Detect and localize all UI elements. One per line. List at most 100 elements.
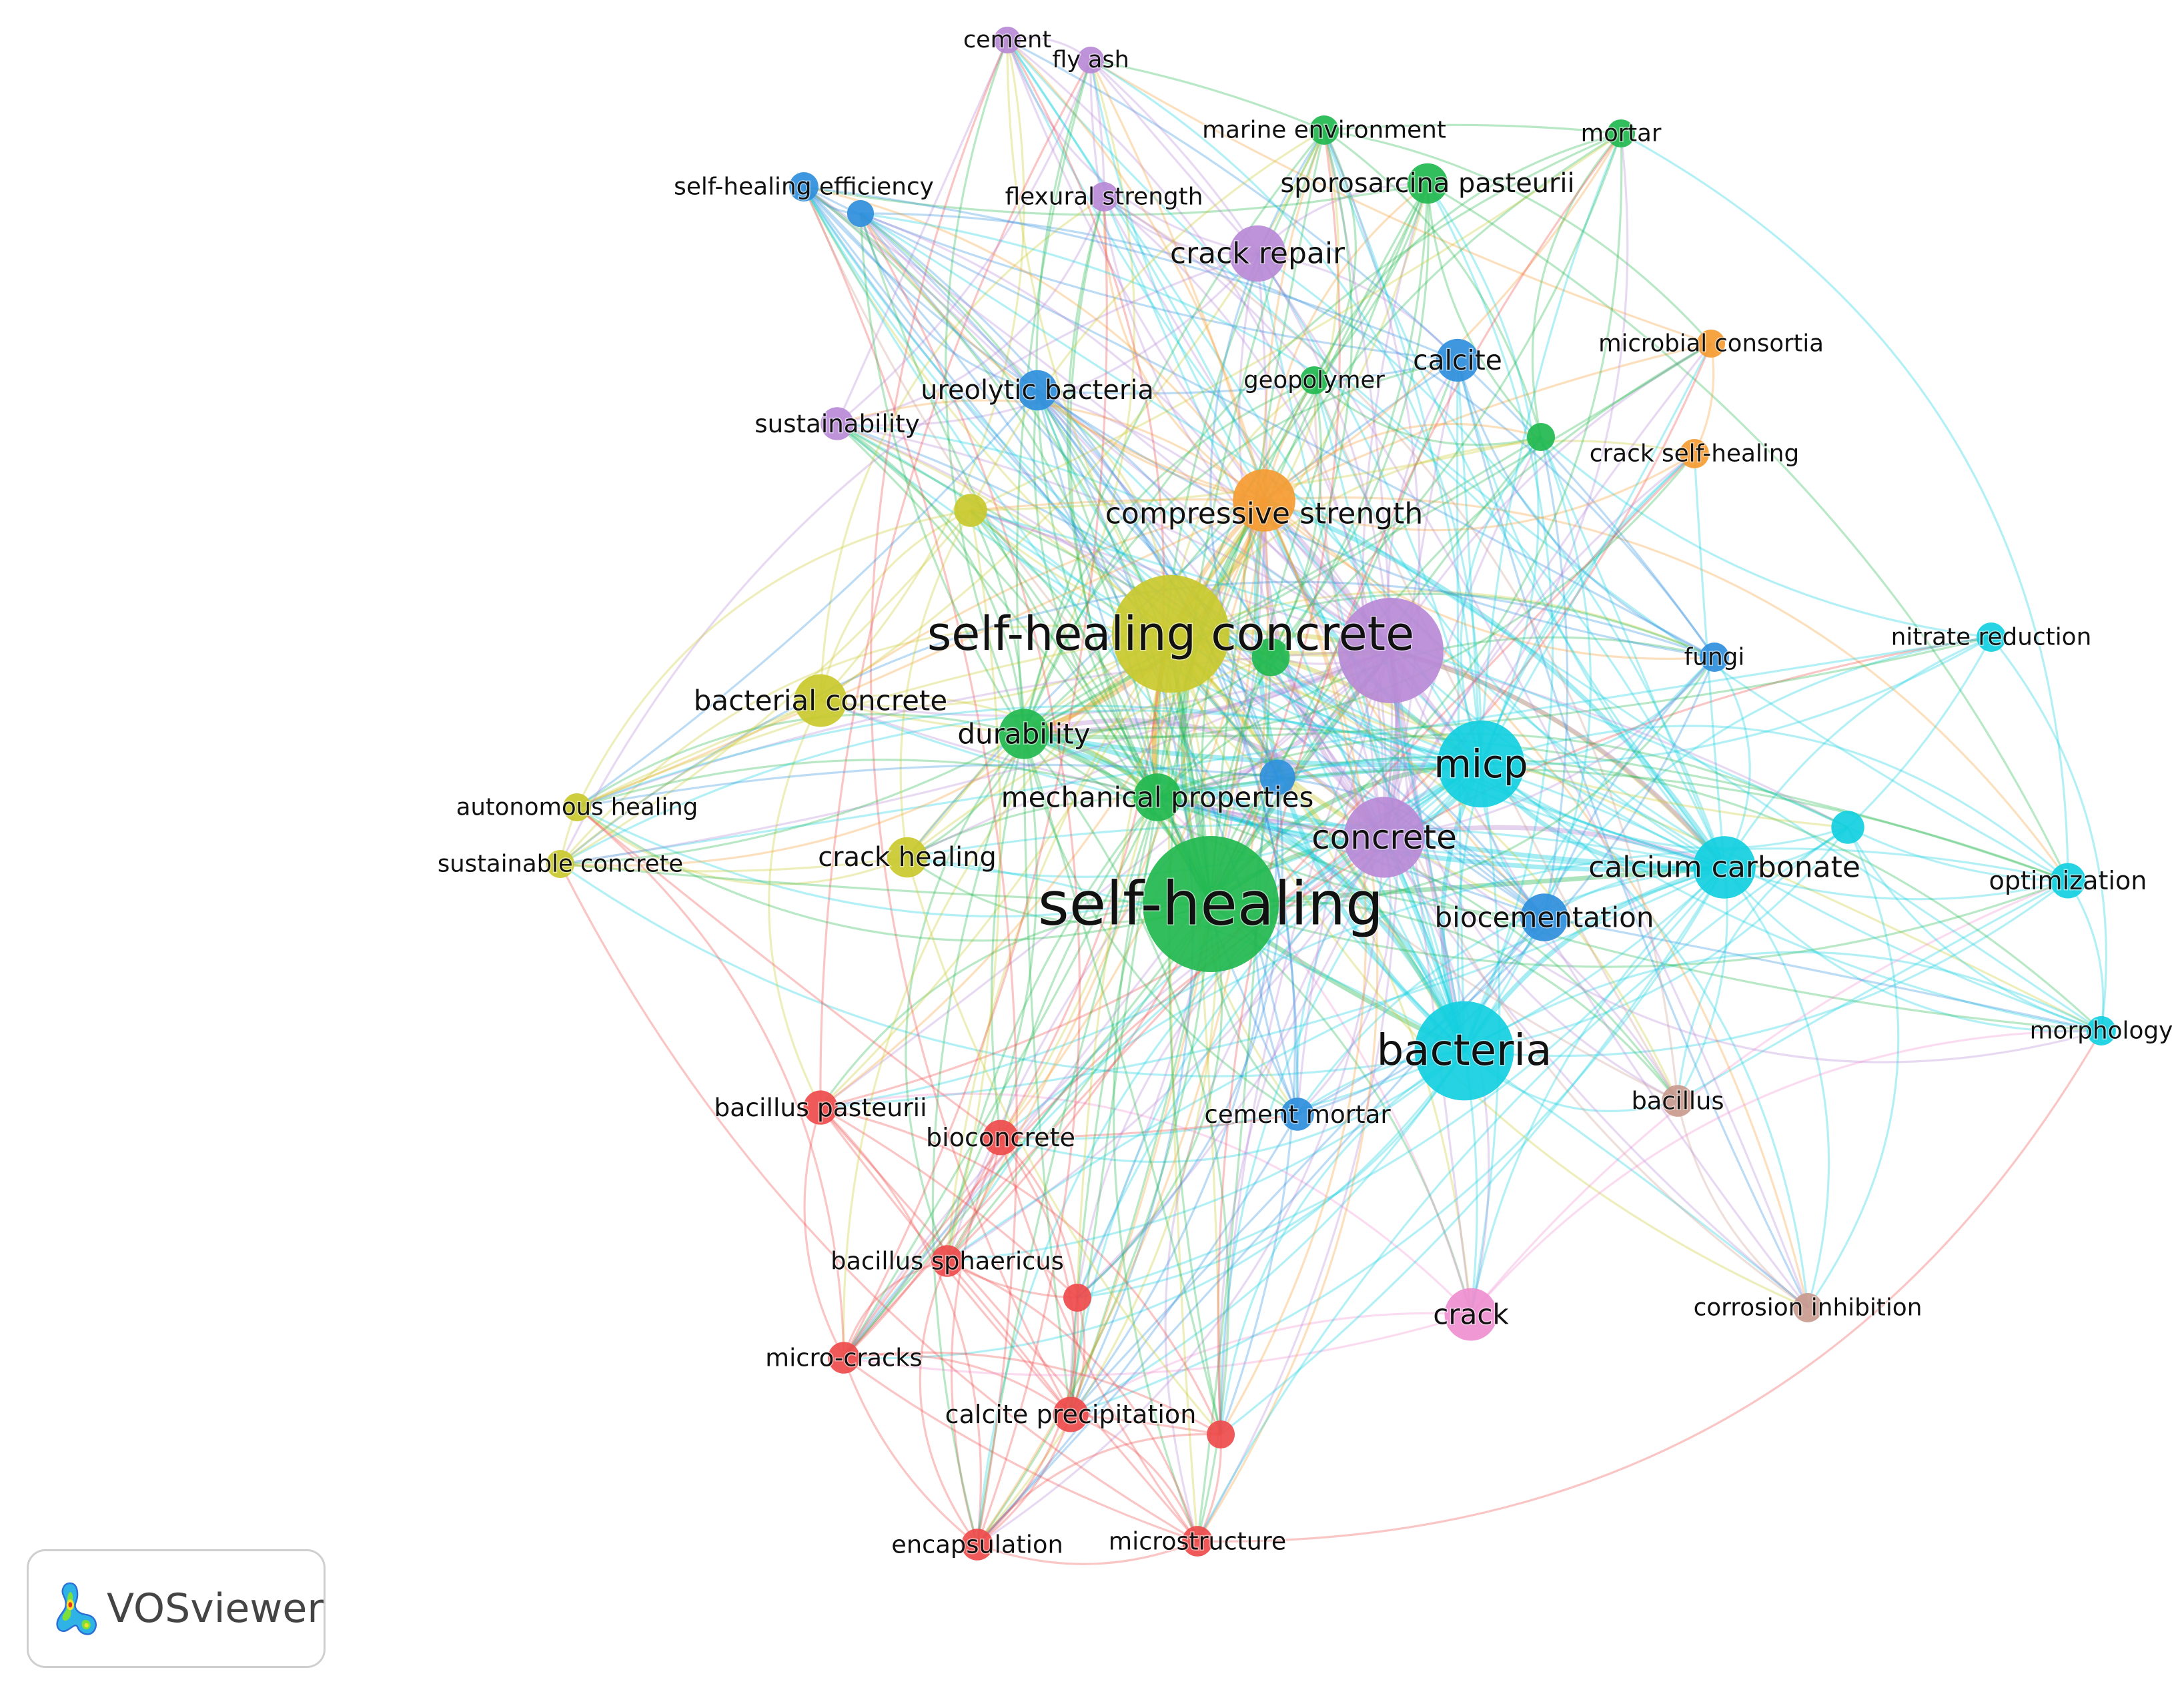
- node-crack-repair[interactable]: [1229, 225, 1286, 282]
- node-flexural-strength[interactable]: [1089, 182, 1119, 211]
- label-fly-ash[interactable]: fly ash: [1051, 46, 1131, 75]
- node-sustainable-concrete[interactable]: [546, 849, 575, 879]
- label-cement-mortar[interactable]: cement mortar: [1203, 1099, 1392, 1130]
- node-geopolymer[interactable]: [1299, 366, 1329, 395]
- node-cement-mortar[interactable]: [1281, 1098, 1314, 1131]
- network-link: [976, 1114, 1299, 1546]
- node-microbial-consortia[interactable]: [1696, 329, 1726, 358]
- node-purple-hub[interactable]: [1338, 598, 1444, 703]
- node-red-small-a[interactable]: [1063, 1283, 1092, 1312]
- node-bacillus-pasteurii[interactable]: [803, 1090, 838, 1125]
- label-nitrate-reduction[interactable]: nitrate reduction: [1890, 622, 2093, 652]
- label-crack-self-healing[interactable]: crack self-healing: [1588, 439, 1800, 468]
- node-crack[interactable]: [1444, 1288, 1498, 1341]
- node-cement[interactable]: [993, 26, 1021, 54]
- node-durability[interactable]: [999, 709, 1049, 759]
- label-fungi[interactable]: fungi: [1683, 643, 1746, 672]
- label-mortar[interactable]: mortar: [1580, 119, 1662, 148]
- node-ureolytic-bacteria[interactable]: [1017, 370, 1058, 411]
- network-link: [1847, 826, 2069, 882]
- node-marine-environment[interactable]: [1309, 115, 1339, 145]
- node-cyan-small[interactable]: [1831, 811, 1864, 844]
- node-calcite-precipitation[interactable]: [1053, 1396, 1089, 1432]
- node-compressive-strength[interactable]: [1233, 469, 1295, 532]
- label-crack[interactable]: crack: [1432, 1297, 1510, 1332]
- node-self-healing-concrete[interactable]: [1111, 574, 1230, 693]
- node-encapsulation[interactable]: [961, 1529, 993, 1561]
- label-micro-cracks[interactable]: micro-cracks: [764, 1342, 923, 1373]
- label-bioconcrete[interactable]: bioconcrete: [925, 1122, 1077, 1154]
- label-self-healing-efficiency[interactable]: self-healing efficiency: [673, 172, 935, 201]
- node-bioconcrete[interactable]: [983, 1120, 1019, 1156]
- label-bacterial-concrete[interactable]: bacterial concrete: [692, 683, 948, 718]
- label-calcite[interactable]: calcite: [1412, 344, 1504, 378]
- label-crack-repair[interactable]: crack repair: [1169, 236, 1346, 272]
- label-sporosarcina-pasteurii[interactable]: sporosarcina pasteurii: [1279, 167, 1576, 200]
- label-calcite-precipitation[interactable]: calcite precipitation: [944, 1399, 1197, 1430]
- network-links: [559, 37, 2107, 1565]
- node-bacillus[interactable]: [1662, 1085, 1694, 1117]
- node-yellow-small[interactable]: [954, 494, 987, 527]
- label-mechanical-properties[interactable]: mechanical properties: [1000, 780, 1315, 815]
- label-bacillus[interactable]: bacillus: [1630, 1086, 1725, 1116]
- node-optimization[interactable]: [2050, 863, 2086, 899]
- node-morphology[interactable]: [2087, 1016, 2116, 1045]
- node-calcium-carbonate[interactable]: [1693, 836, 1756, 899]
- label-morphology[interactable]: morphology: [2029, 1016, 2174, 1045]
- node-green-small-b[interactable]: [1251, 638, 1290, 677]
- label-marine-environment[interactable]: marine environment: [1201, 115, 1448, 145]
- node-crack-healing[interactable]: [887, 837, 928, 878]
- label-crack-healing[interactable]: crack healing: [817, 841, 998, 874]
- node-self-healing[interactable]: [1143, 836, 1279, 972]
- label-bacillus-pasteurii[interactable]: bacillus pasteurii: [713, 1092, 928, 1124]
- label-compressive-strength[interactable]: compressive strength: [1104, 496, 1424, 532]
- node-calcite[interactable]: [1436, 338, 1480, 382]
- node-green-small-a[interactable]: [1526, 422, 1556, 452]
- node-mechanical-properties[interactable]: [1133, 773, 1181, 821]
- label-sustainable-concrete[interactable]: sustainable concrete: [436, 849, 684, 879]
- label-ureolytic-bacteria[interactable]: ureolytic bacteria: [920, 374, 1155, 407]
- label-flexural-strength[interactable]: flexural strength: [1004, 182, 1204, 211]
- label-bacteria[interactable]: bacteria: [1376, 1025, 1553, 1077]
- label-corrosion-inhibition[interactable]: corrosion inhibition: [1692, 1293, 1923, 1322]
- label-autonomous-healing[interactable]: autonomous healing: [455, 793, 698, 822]
- label-cement[interactable]: cement: [962, 26, 1052, 55]
- node-bacillus-sphaericus[interactable]: [931, 1245, 963, 1277]
- node-autonomous-healing[interactable]: [562, 793, 592, 822]
- label-geopolymer[interactable]: geopolymer: [1243, 366, 1386, 395]
- network-link: [837, 422, 1466, 1051]
- node-fly-ash[interactable]: [1077, 46, 1105, 74]
- node-bacteria[interactable]: [1414, 1001, 1514, 1101]
- node-mortar[interactable]: [1606, 119, 1636, 148]
- label-concrete[interactable]: concrete: [1311, 817, 1458, 858]
- label-self-healing[interactable]: self-healing: [1037, 868, 1384, 940]
- node-concrete[interactable]: [1343, 797, 1425, 878]
- node-micp[interactable]: [1437, 720, 1525, 808]
- node-blue-small-b[interactable]: [1259, 759, 1295, 795]
- node-red-small-b[interactable]: [1206, 1420, 1235, 1449]
- label-self-healing-concrete[interactable]: self-healing concrete: [926, 606, 1415, 663]
- node-fungi[interactable]: [1700, 643, 1729, 672]
- node-microstructure[interactable]: [1182, 1526, 1213, 1557]
- label-sustainability[interactable]: sustainability: [754, 408, 921, 440]
- node-bacterial-concrete[interactable]: [794, 674, 847, 727]
- label-microstructure[interactable]: microstructure: [1107, 1526, 1287, 1557]
- node-sporosarcina-pasteurii[interactable]: [1407, 163, 1448, 204]
- label-biocementation[interactable]: biocementation: [1434, 900, 1655, 935]
- label-encapsulation[interactable]: encapsulation: [891, 1529, 1065, 1560]
- node-micro-cracks[interactable]: [828, 1342, 860, 1374]
- network-link: [860, 212, 1386, 838]
- label-bacillus-sphaericus[interactable]: bacillus sphaericus: [830, 1246, 1065, 1276]
- label-optimization[interactable]: optimization: [1988, 865, 2148, 897]
- node-biocementation[interactable]: [1520, 893, 1568, 941]
- node-sustainability[interactable]: [821, 407, 854, 440]
- label-microbial-consortia[interactable]: microbial consortia: [1598, 329, 1825, 358]
- label-durability[interactable]: durability: [957, 717, 1091, 751]
- node-nitrate-reduction[interactable]: [1977, 622, 2006, 652]
- node-corrosion-inhibition[interactable]: [1793, 1293, 1822, 1322]
- label-micp[interactable]: micp: [1433, 741, 1529, 788]
- node-crack-self-healing[interactable]: [1680, 439, 1709, 468]
- label-calcium-carbonate[interactable]: calcium carbonate: [1588, 849, 1862, 885]
- node-blue-small-a[interactable]: [847, 199, 875, 228]
- node-self-healing-efficiency[interactable]: [789, 172, 818, 201]
